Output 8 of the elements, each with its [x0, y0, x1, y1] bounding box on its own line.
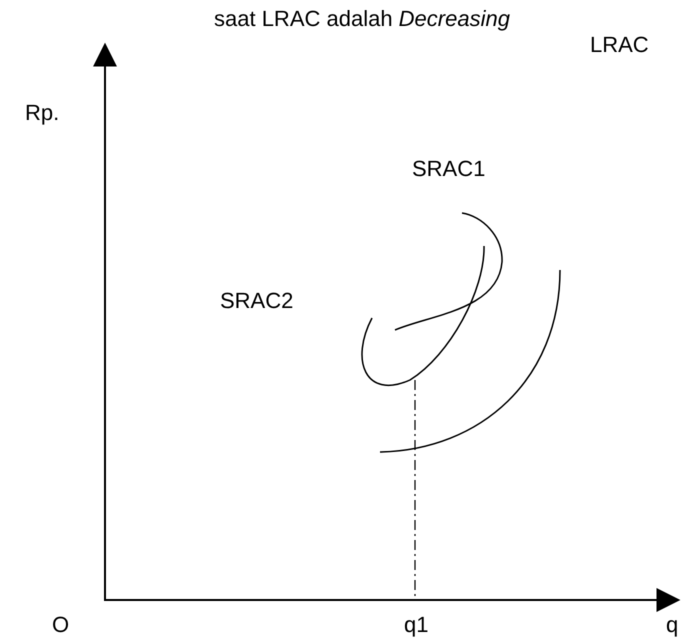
heading: saat LRAC adalah Decreasing — [214, 6, 510, 32]
axis-label: O — [52, 612, 70, 638]
axis-label: q — [666, 612, 678, 638]
tick-label: q1 — [404, 612, 428, 638]
curve-label: SRAC2 — [220, 288, 294, 314]
axis-label: Rp. — [25, 100, 60, 126]
curve-label: SRAC1 — [412, 156, 486, 182]
curve-label: LRAC — [590, 32, 649, 58]
